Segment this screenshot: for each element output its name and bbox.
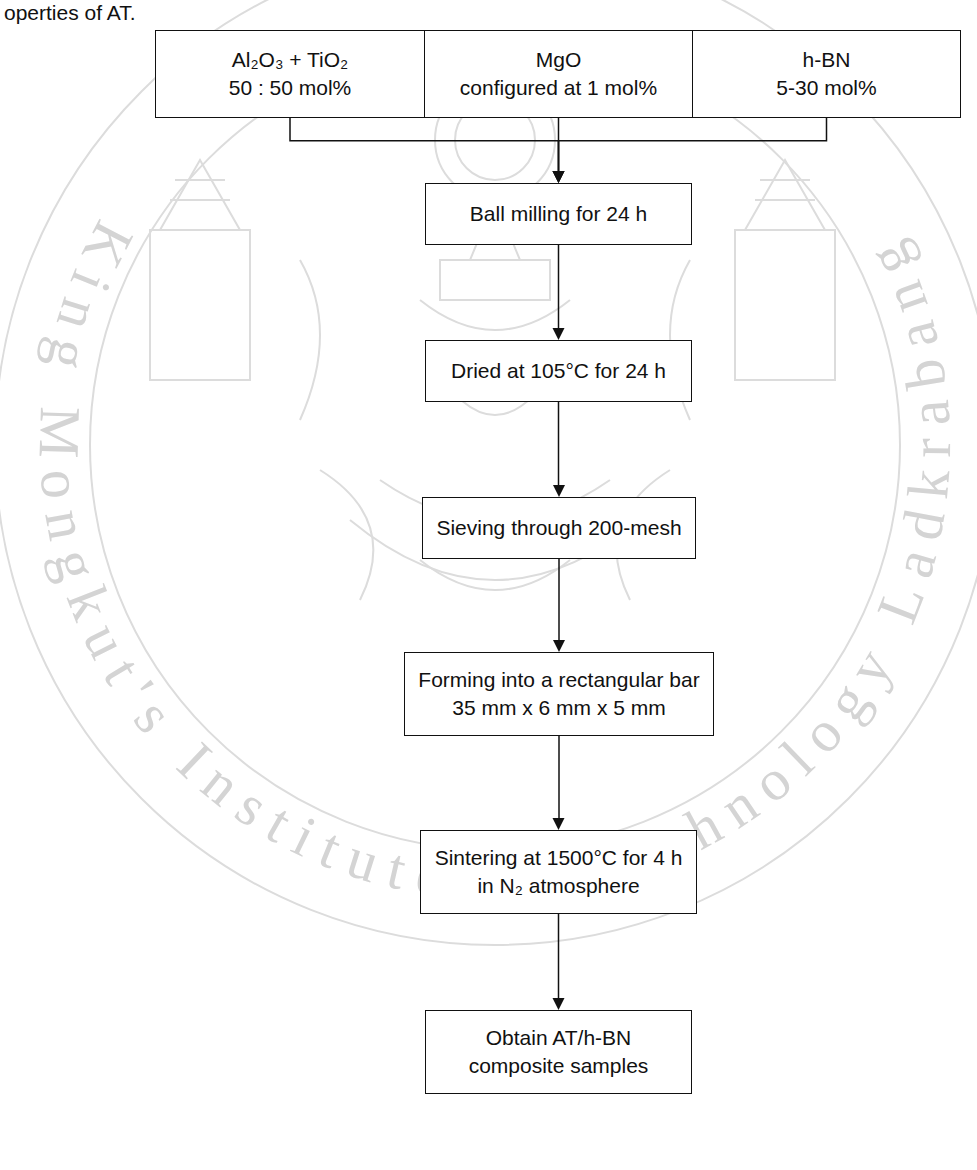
arrow-head — [553, 485, 565, 497]
arrow-head — [553, 171, 565, 183]
process-box: MgOconfigured at 1 mol% — [424, 30, 693, 118]
flow-connector — [553, 118, 827, 183]
process-box: Al₂O₃ + TiO₂50 : 50 mol% — [155, 30, 425, 118]
flow-connector — [553, 402, 565, 497]
box-text: Sintering at 1500°C for 4 h — [435, 844, 683, 872]
box-text: h-BN — [803, 46, 851, 74]
watermark-text: King Mongkut's Institute of Technology L… — [26, 211, 963, 912]
box-text: MgO — [536, 46, 582, 74]
process-box: Dried at 105°C for 24 h — [425, 340, 692, 402]
process-box: Obtain AT/h-BNcomposite samples — [425, 1010, 692, 1094]
process-box: Sieving through 200-mesh — [422, 497, 696, 559]
box-text: Ball milling for 24 h — [470, 200, 647, 228]
page-text-fragment: operties of AT. — [4, 0, 136, 25]
box-text: 50 : 50 mol% — [229, 74, 352, 102]
process-box: Sintering at 1500°C for 4 hin N₂ atmosph… — [420, 830, 697, 914]
watermark-text-holder: King Mongkut's Institute of Technology L… — [26, 211, 963, 912]
flow-connector — [553, 245, 565, 340]
process-box: h-BN5-30 mol% — [692, 30, 961, 118]
process-box: Ball milling for 24 h — [425, 183, 692, 245]
arrow-head — [553, 328, 565, 340]
process-box: Forming into a rectangular bar35 mm x 6 … — [404, 652, 714, 736]
flow-connector — [553, 914, 565, 1010]
connector-line — [290, 118, 559, 173]
connector-line — [558, 245, 560, 330]
box-text: Al₂O₃ + TiO₂ — [232, 46, 348, 74]
watermark-lines — [0, 0, 977, 945]
box-text: 5-30 mol% — [776, 74, 876, 102]
flow-connector — [553, 736, 565, 830]
flow-connector — [290, 118, 565, 183]
box-text: composite samples — [469, 1052, 649, 1080]
connector-line — [559, 118, 827, 173]
box-text: Forming into a rectangular bar — [418, 666, 699, 694]
box-text: Dried at 105°C for 24 h — [451, 357, 666, 385]
arrow-head — [553, 998, 565, 1010]
connector-line — [558, 914, 560, 1000]
arrow-head — [553, 818, 565, 830]
arrow-head — [553, 171, 565, 183]
arrow-head — [553, 171, 565, 183]
box-text: in N₂ atmosphere — [477, 872, 639, 900]
box-text: Obtain AT/h-BN — [486, 1024, 632, 1052]
box-text: Sieving through 200-mesh — [436, 514, 681, 542]
flow-connector — [553, 559, 565, 652]
connector-line — [558, 402, 560, 487]
connector-line — [558, 736, 560, 820]
box-text: 35 mm x 6 mm x 5 mm — [452, 694, 666, 722]
connector-line — [558, 559, 560, 642]
box-text: configured at 1 mol% — [460, 74, 657, 102]
arrow-head — [553, 640, 565, 652]
